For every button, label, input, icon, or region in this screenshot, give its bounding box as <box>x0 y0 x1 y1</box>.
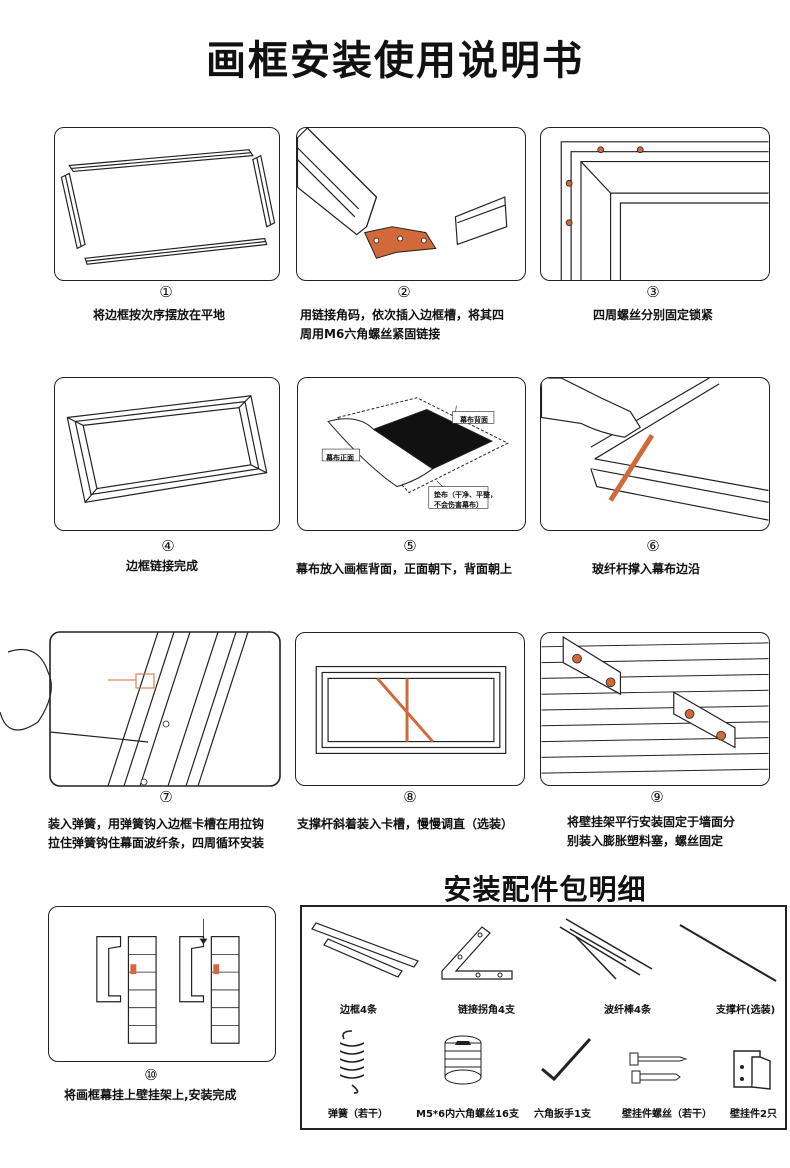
part-support-rod-label: 支撑杆(选装) <box>716 1005 776 1016</box>
step-3-caption: 四周螺丝分别固定锁紧 <box>593 308 714 322</box>
screw-lock-illustration <box>560 141 769 280</box>
step-4-panel <box>54 377 280 531</box>
parts-list: 边框4条 链接拐角4支 波纤棒4条 支撑杆(选装) 弹簧（若 <box>300 905 787 1130</box>
part-corner-bracket <box>438 921 518 981</box>
step-8-caption: 支撑杆斜着装入卡槽，慢慢调直（选装） <box>297 817 514 831</box>
part-hex-screw-label: M5*6内六角螺丝16支 <box>416 1109 520 1120</box>
step-2-caption-line2: 周用M6六角螺丝紧固链接 <box>300 327 441 341</box>
spring-icon <box>339 1030 365 1094</box>
step-7-caption-line2: 拉住弹簧钩住幕面波纤条，四周循环安装 <box>48 836 265 850</box>
hex-key-icon <box>541 1037 592 1082</box>
wall-bracket-install-illustration <box>541 635 769 774</box>
step-2-number: ② <box>397 283 411 301</box>
step-3-panel <box>540 127 770 281</box>
fiber-rods-icon <box>559 918 653 980</box>
step-8-panel <box>295 632 525 786</box>
step-5-panel: 幕布背面 幕布正面 垫布（干净、平整， 不会伤害幕布） <box>297 377 526 531</box>
step-7-number: ⑦ <box>159 788 173 806</box>
step-7-caption-line1: 装入弹簧，用弹簧钩入边框卡槽在用拉钩 <box>48 817 265 831</box>
step-6-panel <box>540 377 770 531</box>
step-5-number: ⑤ <box>403 537 417 555</box>
label-screen-front: 幕布正面 <box>326 453 354 462</box>
support-rod-illustration <box>315 665 507 755</box>
label-cloth-line2: 不会伤害幕布） <box>434 500 483 509</box>
step-8-number: ⑧ <box>403 788 417 806</box>
page-title: 画框安装使用说明书 <box>206 38 584 84</box>
step-2-caption-line1: 用链接角码，依次插入边框槽，将其四 <box>300 308 505 322</box>
step-4-caption: 边框链接完成 <box>126 559 199 573</box>
part-wall-screw-label: 壁挂件螺丝（若干） <box>622 1109 712 1120</box>
part-frame-bars <box>310 915 420 979</box>
step-5-caption: 幕布放入画框背面，正面朝下，背面朝上 <box>296 562 513 576</box>
support-rod-icon <box>679 924 777 982</box>
part-wall-bracket <box>730 1047 774 1091</box>
step-2-panel <box>296 127 526 281</box>
part-wall-screw <box>628 1049 688 1089</box>
step-10-panel <box>48 906 276 1062</box>
step-6-caption: 玻纤杆撑入幕布边沿 <box>592 562 701 576</box>
part-spring-label: 弹簧（若干） <box>328 1109 388 1120</box>
step-9-caption-line1: 将壁挂架平行安装固定于墙面分 <box>567 815 736 829</box>
step-10-caption: 将画框幕挂上壁挂架上,安装完成 <box>64 1088 237 1102</box>
spring-install-illustration <box>0 631 281 787</box>
part-hex-key <box>538 1035 594 1091</box>
step-1-caption: 将边框按次序摆放在平地 <box>93 308 226 322</box>
part-wall-bracket-label: 壁挂件2只 <box>730 1109 777 1120</box>
part-support-rod <box>676 921 780 983</box>
step-3-number: ③ <box>646 283 660 301</box>
part-fiber-rods <box>556 917 656 981</box>
step-9-number: ⑨ <box>650 788 664 806</box>
step-9-caption-line2: 别装入膨胀塑料塞，螺丝固定 <box>567 834 724 848</box>
hex-screw-icon <box>444 1035 482 1085</box>
part-fiber-rods-label: 波纤棒4条 <box>604 1005 651 1016</box>
assembled-frame-illustration <box>66 395 268 504</box>
corner-bracket-icon <box>441 926 513 980</box>
step-9-panel <box>540 632 770 786</box>
label-screen-back: 幕布背面 <box>460 415 488 424</box>
step-7-panel <box>0 631 282 787</box>
wall-bracket-icon <box>733 1050 771 1090</box>
hang-frame-illustration <box>96 918 240 1044</box>
frame-bars-icon <box>311 922 419 978</box>
part-hex-screw <box>440 1033 486 1087</box>
part-hex-key-label: 六角扳手1支 <box>534 1109 591 1120</box>
step-6-number: ⑥ <box>646 537 660 555</box>
part-corner-bracket-label: 链接拐角4支 <box>458 1005 515 1016</box>
wall-screw-icon <box>629 1052 688 1084</box>
frame-pieces-illustration <box>60 149 276 265</box>
step-1-panel <box>54 127 280 281</box>
part-frame-bars-label: 边框4条 <box>340 1005 377 1016</box>
corner-link-illustration <box>297 128 508 259</box>
step-4-number: ④ <box>161 537 175 555</box>
step-1-number: ① <box>159 283 173 301</box>
part-spring <box>332 1029 372 1095</box>
fiber-rod-illustration <box>541 378 769 521</box>
step-10-number: ⑩ <box>144 1066 158 1084</box>
label-cloth-line1: 垫布（干净、平整， <box>434 490 497 499</box>
parts-title: 安装配件包明细 <box>443 873 647 906</box>
screen-placement-illustration <box>321 397 509 509</box>
